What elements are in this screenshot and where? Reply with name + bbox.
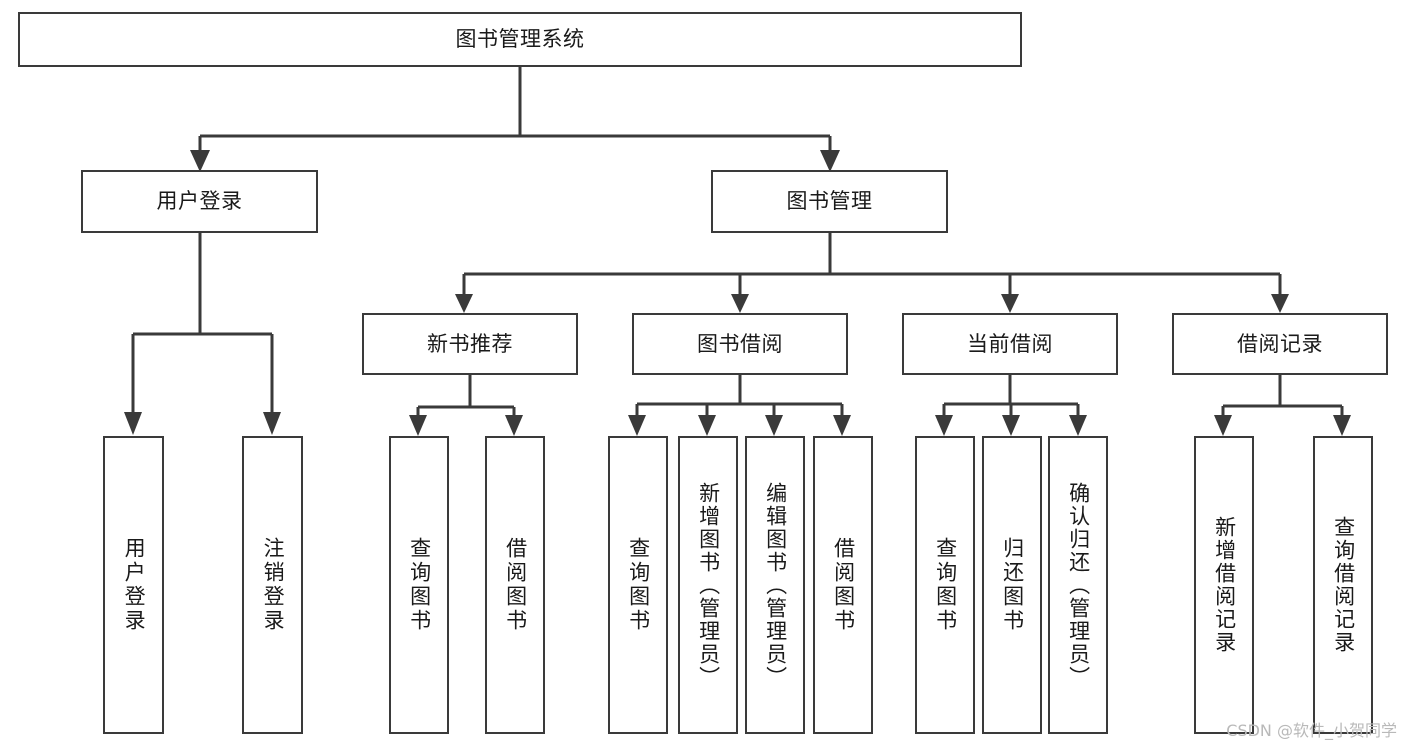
node-label: 新增图书（管理员） bbox=[696, 481, 721, 689]
leaf-borrow-book[interactable]: 借阅图书 bbox=[813, 436, 873, 734]
leaf-return-book[interactable]: 归还图书 bbox=[982, 436, 1042, 734]
node-label: 图书借阅 bbox=[697, 331, 783, 356]
node-label: 用户登录 bbox=[156, 189, 243, 214]
node-book-borrow[interactable]: 图书借阅 bbox=[632, 313, 848, 375]
leaf-query-borrow-record[interactable]: 查询借阅记录 bbox=[1313, 436, 1373, 734]
leaf-edit-book-admin[interactable]: 编辑图书（管理员） bbox=[745, 436, 805, 734]
node-new-book-recommend[interactable]: 新书推荐 bbox=[362, 313, 578, 375]
leaf-confirm-return-admin[interactable]: 确认归还（管理员） bbox=[1048, 436, 1108, 734]
leaf-add-book-admin[interactable]: 新增图书（管理员） bbox=[678, 436, 738, 734]
node-label: 确认归还（管理员） bbox=[1066, 481, 1091, 689]
node-label: 借阅记录 bbox=[1237, 331, 1323, 356]
node-label: 图书管理系统 bbox=[455, 27, 585, 52]
node-label: 注销登录 bbox=[261, 537, 286, 633]
node-borrow-record[interactable]: 借阅记录 bbox=[1172, 313, 1388, 375]
leaf-user-login[interactable]: 用户登录 bbox=[103, 436, 164, 734]
leaf-borrow-book-new[interactable]: 借阅图书 bbox=[485, 436, 545, 734]
node-label: 新书推荐 bbox=[427, 331, 513, 356]
node-label: 借阅图书 bbox=[503, 537, 528, 633]
node-label: 当前借阅 bbox=[967, 331, 1053, 356]
csdn-watermark: CSDN @软件_小贺同学 bbox=[1226, 721, 1397, 740]
node-label: 查询图书 bbox=[626, 537, 651, 633]
node-book-management[interactable]: 图书管理 bbox=[711, 170, 948, 233]
node-label: 新增借阅记录 bbox=[1212, 516, 1237, 654]
node-label: 图书管理 bbox=[786, 189, 873, 214]
leaf-query-book-current[interactable]: 查询图书 bbox=[915, 436, 975, 734]
leaf-user-logout[interactable]: 注销登录 bbox=[242, 436, 303, 734]
node-root-system[interactable]: 图书管理系统 bbox=[18, 12, 1022, 67]
node-label: 编辑图书（管理员） bbox=[763, 481, 788, 689]
node-label: 借阅图书 bbox=[831, 537, 856, 633]
node-current-borrow[interactable]: 当前借阅 bbox=[902, 313, 1118, 375]
leaf-query-book-new[interactable]: 查询图书 bbox=[389, 436, 449, 734]
leaf-query-book-borrow[interactable]: 查询图书 bbox=[608, 436, 668, 734]
leaf-add-borrow-record[interactable]: 新增借阅记录 bbox=[1194, 436, 1254, 734]
node-label: 查询借阅记录 bbox=[1331, 516, 1356, 654]
node-label: 查询图书 bbox=[407, 537, 432, 633]
node-label: 用户登录 bbox=[122, 537, 147, 633]
node-label: 查询图书 bbox=[933, 537, 958, 633]
node-user-login[interactable]: 用户登录 bbox=[81, 170, 318, 233]
node-label: 归还图书 bbox=[1000, 537, 1025, 633]
